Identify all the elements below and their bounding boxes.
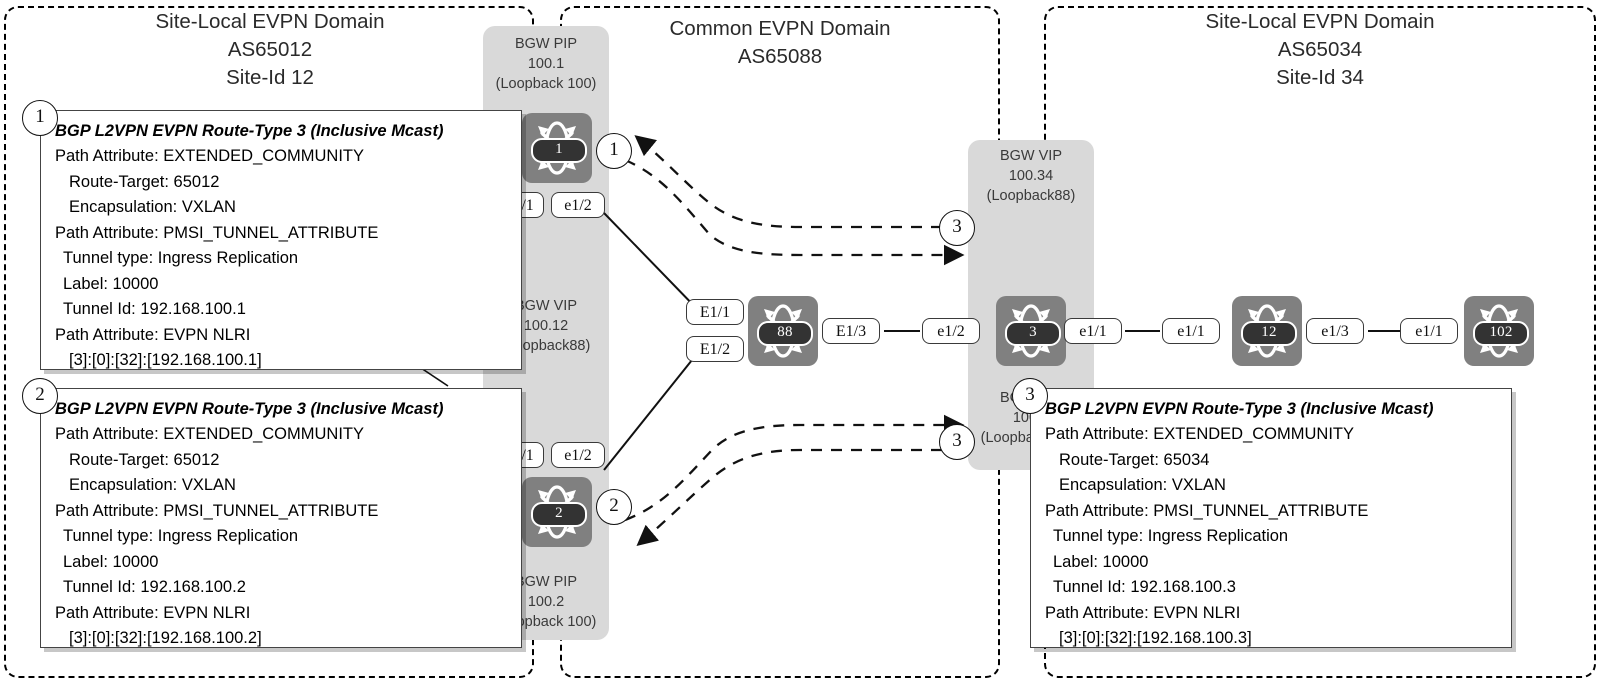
callout-line: Tunnel type: Ingress Replication: [63, 527, 299, 545]
domain-title-line: AS65034: [1277, 38, 1363, 61]
domain-title-line: Site-Local EVPN Domain: [1205, 10, 1435, 33]
iface-leaf12-left[interactable]: e1/1: [1162, 318, 1220, 344]
callout-line: Path Attribute: EVPN NLRI: [1045, 603, 1241, 622]
badge-callout-2[interactable]: 2: [22, 378, 58, 414]
iface-core-in-bottom[interactable]: E1/2: [686, 336, 744, 362]
callout-header: BGP L2VPN EVPN Route-Type 3 (Inclusive M…: [55, 122, 444, 140]
callout-line: Route-Target: 65034: [1059, 450, 1210, 469]
callout-line: Route-Target: 65012: [69, 172, 220, 191]
router-label: 3: [1005, 321, 1061, 346]
badge-callout-3[interactable]: 3: [1012, 378, 1048, 414]
iface-leaf12-right[interactable]: e1/3: [1306, 318, 1364, 344]
callout-line: Path Attribute: EXTENDED_COMMUNITY: [1045, 425, 1354, 443]
callout-line: Tunnel Id: 192.168.100.2: [63, 578, 246, 596]
domain-title-line: Site-Id 34: [1276, 66, 1364, 89]
callout-1: BGP L2VPN EVPN Route-Type 3 (Inclusive M…: [40, 110, 522, 370]
callout-line: Tunnel type: Ingress Replication: [63, 249, 299, 267]
callout-line: Path Attribute: PMSI_TUNNEL_ATTRIBUTE: [1045, 501, 1369, 520]
callout-line: Encapsulation: VXLAN: [69, 198, 236, 216]
callout-line: Encapsulation: VXLAN: [1059, 476, 1226, 494]
callout-header: BGP L2VPN EVPN Route-Type 3 (Inclusive M…: [1045, 400, 1434, 418]
band-label-line: (Loopback88): [501, 338, 591, 354]
callout-3: BGP L2VPN EVPN Route-Type 3 (Inclusive M…: [1030, 388, 1512, 648]
badge-flow-2[interactable]: 2: [596, 489, 632, 525]
iface-bgw3-left[interactable]: e1/2: [922, 318, 980, 344]
callout-line: Path Attribute: EXTENDED_COMMUNITY: [55, 147, 364, 165]
router-bgw-3[interactable]: 3: [996, 296, 1066, 366]
band-label-line: (Loopback 100): [495, 76, 597, 92]
callout-line: Label: 10000: [63, 274, 159, 293]
callout-line: Tunnel Id: 192.168.100.3: [1053, 578, 1236, 596]
callout-header: BGP L2VPN EVPN Route-Type 3 (Inclusive M…: [55, 400, 444, 418]
domain-title-line: Site-Local EVPN Domain: [155, 10, 385, 33]
band-label-line: BGW VIP: [514, 298, 578, 314]
router-leaf-12[interactable]: 12: [1232, 296, 1302, 366]
badge-callout-1[interactable]: 1: [22, 100, 58, 136]
router-label: 102: [1473, 321, 1529, 346]
router-core-88[interactable]: 88: [748, 296, 818, 366]
band-label-bgw-vip-100-34: BGW VIP 100.34 (Loopback88): [968, 146, 1094, 206]
callout-line: Path Attribute: PMSI_TUNNEL_ATTRIBUTE: [55, 223, 379, 242]
band-label-line: BGW PIP: [514, 36, 578, 52]
iface-leaf102-left[interactable]: e1/1: [1400, 318, 1458, 344]
iface-core-in-top[interactable]: E1/1: [686, 299, 744, 325]
badge-flow-1[interactable]: 1: [596, 133, 632, 169]
callout-line: [3]:[0]:[32]:[192.168.100.3]: [1059, 629, 1252, 647]
badge-flow-3-bottom[interactable]: 3: [939, 424, 975, 460]
domain-title-left-site: Site-Local EVPN Domain AS65012 Site-Id 1…: [110, 8, 430, 92]
iface-bgw1-right[interactable]: e1/2: [551, 192, 605, 218]
iface-bgw3-right[interactable]: e1/1: [1064, 318, 1122, 344]
callout-line: [3]:[0]:[32]:[192.168.100.2]: [69, 629, 262, 647]
domain-title-line: Site-Id 12: [226, 66, 314, 89]
domain-title-line: AS65012: [227, 38, 313, 61]
band-label-line: 100.2: [527, 594, 565, 610]
callout-line: Path Attribute: EVPN NLRI: [55, 603, 251, 622]
callout-line: Path Attribute: EXTENDED_COMMUNITY: [55, 425, 364, 443]
band-label-line: (Loopback88): [986, 188, 1076, 204]
iface-core-out[interactable]: E1/3: [822, 318, 880, 344]
router-bgw-1[interactable]: 1: [522, 113, 592, 183]
callout-line: Label: 10000: [1053, 552, 1149, 571]
badge-flow-3-top[interactable]: 3: [939, 210, 975, 246]
router-bgw-2[interactable]: 2: [522, 477, 592, 547]
domain-title-common: Common EVPN Domain AS65088: [625, 15, 935, 71]
band-label-line: BGW PIP: [514, 574, 578, 590]
router-label: 1: [531, 138, 587, 163]
band-label-line: 100.12: [523, 318, 569, 334]
band-label-bgw-vip-100-12: BGW VIP 100.12 (Loopback88): [483, 296, 609, 356]
callout-2: BGP L2VPN EVPN Route-Type 3 (Inclusive M…: [40, 388, 522, 648]
callout-line: Route-Target: 65012: [69, 450, 220, 469]
band-label-bgw-pip-100-1: BGW PIP 100.1 (Loopback 100): [483, 34, 609, 94]
band-label-line: 100.1: [527, 56, 565, 72]
callout-line: Encapsulation: VXLAN: [69, 476, 236, 494]
router-label: 2: [531, 502, 587, 527]
iface-bgw2-right[interactable]: e1/2: [551, 442, 605, 468]
domain-title-right-site: Site-Local EVPN Domain AS65034 Site-Id 3…: [1155, 8, 1485, 92]
callout-line: Path Attribute: EVPN NLRI: [55, 325, 251, 344]
callout-line: [3]:[0]:[32]:[192.168.100.1]: [69, 351, 262, 369]
domain-title-line: Common EVPN Domain: [669, 17, 891, 40]
callout-line: Label: 10000: [63, 552, 159, 571]
band-label-line: BGW VIP: [999, 148, 1063, 164]
callout-line: Tunnel type: Ingress Replication: [1053, 527, 1289, 545]
band-label-line: 100.34: [1008, 168, 1054, 184]
router-leaf-102[interactable]: 102: [1464, 296, 1534, 366]
domain-title-line: AS65088: [737, 45, 823, 68]
callout-line: Path Attribute: PMSI_TUNNEL_ATTRIBUTE: [55, 501, 379, 520]
router-label: 12: [1241, 321, 1297, 346]
callout-line: Tunnel Id: 192.168.100.1: [63, 300, 246, 318]
router-label: 88: [757, 321, 813, 346]
